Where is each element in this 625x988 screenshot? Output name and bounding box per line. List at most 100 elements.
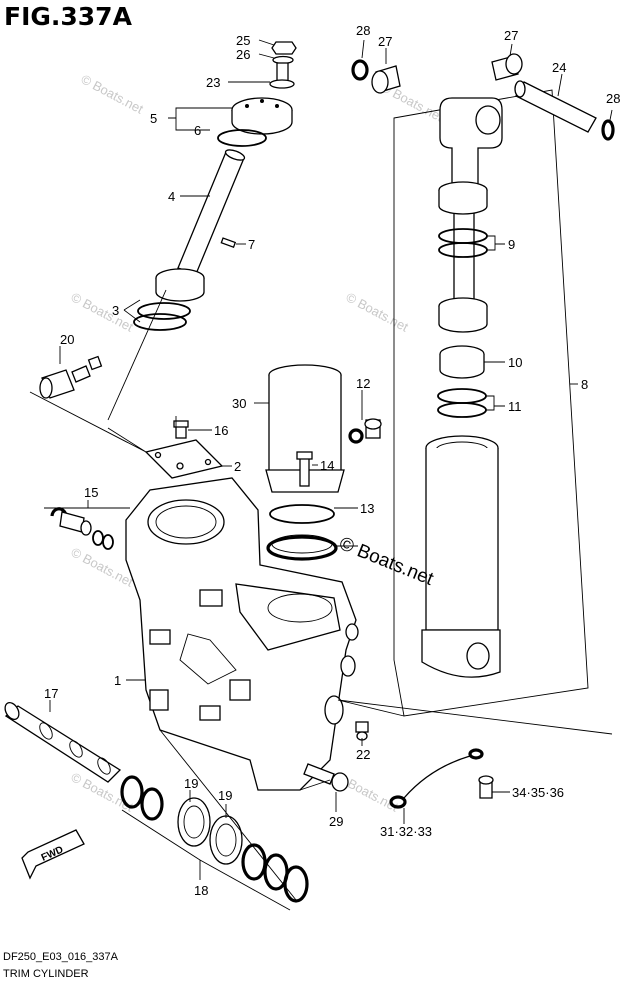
callout-10: 10 — [508, 355, 522, 370]
leader-line — [123, 299, 141, 323]
pin-shaft-part — [515, 81, 597, 133]
bolt-head — [296, 451, 313, 460]
valve-part — [175, 425, 187, 439]
piston-side — [438, 190, 488, 215]
valve-end — [39, 377, 53, 399]
housing-body-part — [125, 477, 357, 791]
callout-3: 3 — [112, 303, 119, 318]
bolt-head — [331, 772, 349, 792]
shaft-17 — [4, 701, 122, 783]
housing-boss — [199, 589, 223, 607]
o-ring-part — [140, 787, 164, 821]
callout-13: 13 — [360, 501, 374, 516]
pin-bushing-set — [351, 53, 615, 141]
leader-lines — [29, 39, 613, 911]
leader-line — [509, 43, 513, 57]
cap-hole — [275, 104, 279, 108]
callout-23: 23 — [206, 75, 220, 90]
callout-12: 12 — [356, 376, 370, 391]
leader-line — [168, 107, 232, 131]
plug-assembly — [348, 418, 382, 444]
callout-22: 22 — [356, 747, 370, 762]
callout-25: 25 — [236, 33, 250, 48]
ground-cable-part — [403, 755, 471, 799]
cable-terminal — [389, 795, 407, 809]
shaft-end — [4, 701, 20, 721]
o-ring-part — [437, 388, 487, 404]
housing-cutout — [179, 633, 237, 685]
rod-end-flange — [269, 79, 295, 89]
callout-15: 15 — [84, 485, 98, 500]
shaft-groove — [39, 722, 53, 740]
gasket-plate-part — [144, 439, 224, 479]
callout-28: 28 — [606, 91, 620, 106]
leader-line — [486, 395, 505, 411]
bushing-face — [505, 53, 523, 75]
callout-2: 2 — [234, 459, 241, 474]
o-ring-part — [102, 534, 114, 550]
valve-stem — [71, 365, 91, 383]
bolt-part — [355, 721, 369, 733]
diagram-code: DF250_E03_016_337A — [3, 951, 118, 963]
washer-part — [209, 815, 243, 865]
cap-hole — [245, 104, 249, 108]
callout-20: 20 — [60, 332, 74, 347]
callout-29: 29 — [329, 814, 343, 829]
piston-head-side — [155, 278, 205, 302]
valve-spring — [87, 355, 103, 371]
main-housing-1 — [125, 477, 359, 791]
bushing-side — [439, 354, 485, 379]
leader-line — [487, 235, 505, 251]
callout-18: 18 — [194, 883, 208, 898]
callout-4: 4 — [168, 189, 175, 204]
leader-line — [121, 809, 291, 911]
figure-title: FIG.337A — [4, 2, 132, 31]
callout-labels: 25 26 23 5 6 4 7 3 20 16 2 15 30 12 14 1… — [44, 23, 620, 898]
watermark-overlay: © Boats.net — [336, 533, 437, 590]
snap-ring-part — [601, 119, 615, 141]
callout-14: 14 — [320, 458, 334, 473]
washer-bore — [183, 805, 205, 839]
housing-eye — [340, 655, 356, 677]
washer-bore — [215, 823, 237, 857]
shaft-groove — [69, 740, 83, 758]
gasket-plate-2 — [144, 439, 224, 479]
watermark: © Boats.net — [69, 289, 137, 334]
fwd-arrow-shape — [21, 829, 85, 880]
callout-6: 6 — [194, 123, 201, 138]
leader-line — [299, 699, 613, 791]
callout-27: 27 — [378, 34, 392, 49]
leader-line — [44, 500, 130, 509]
housing-eye — [345, 623, 359, 641]
o-ring-part — [266, 535, 338, 561]
callout-34-35-36: 34·35·36 — [512, 785, 564, 800]
leader-line — [107, 289, 167, 421]
cap-hole — [260, 99, 264, 103]
housing-boss — [229, 679, 251, 701]
callout-26: 26 — [236, 47, 250, 62]
housing-bore — [147, 499, 225, 545]
leader-line — [159, 729, 297, 901]
housing-boss — [199, 705, 221, 721]
shaft-part — [4, 705, 122, 783]
o-ring-part — [348, 428, 364, 444]
screw-head — [478, 775, 494, 785]
o-ring-part — [137, 302, 191, 320]
callout-11: 11 — [508, 399, 522, 414]
nut-part — [271, 41, 297, 55]
callout-7: 7 — [248, 237, 255, 252]
leader-line — [258, 53, 275, 59]
callout-16: 16 — [214, 423, 228, 438]
o-ring-part — [217, 129, 267, 147]
housing-eye — [324, 695, 344, 725]
callout-27: 27 — [504, 28, 518, 43]
bolt-part — [303, 763, 335, 785]
leader-line — [29, 391, 147, 453]
watermark: © Boats.net — [79, 71, 147, 116]
housing-bore-inner — [155, 505, 217, 539]
housing-boss — [149, 629, 171, 645]
o-ring-part — [92, 530, 104, 546]
reservoir-seat-bore — [267, 593, 333, 623]
o-ring-part — [437, 402, 487, 418]
